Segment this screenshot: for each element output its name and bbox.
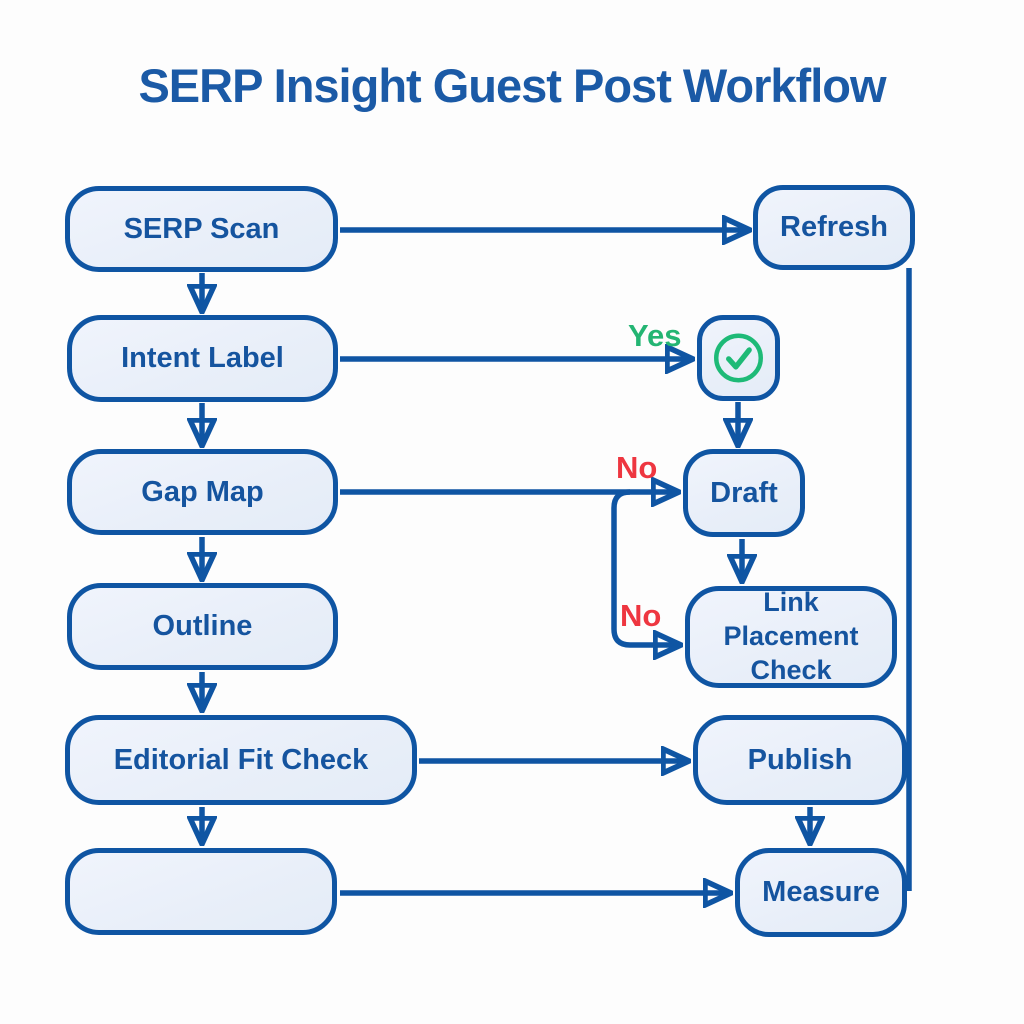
node-unlabeled [65, 848, 337, 935]
edge-gap-map-to-link-placement-check [611, 489, 679, 645]
check-circle-icon [714, 333, 763, 383]
node-outline: Outline [67, 583, 338, 670]
edge-label-no-draft: No [616, 450, 658, 485]
node-editorial-fit-check-label: Editorial Fit Check [113, 743, 369, 776]
node-approval-check [697, 315, 780, 401]
edge-label-no-link-check: No [620, 598, 662, 633]
node-publish-label: Publish [747, 743, 853, 776]
node-draft-label: Draft [710, 476, 778, 509]
node-outline-label: Outline [152, 610, 253, 643]
node-measure-label: Measure [762, 876, 880, 909]
diagram-title: SERP Insight Guest Post Workflow [138, 59, 886, 112]
node-serp-scan-label: SERP Scan [123, 212, 280, 245]
node-editorial-fit-check: Editorial Fit Check [65, 715, 417, 805]
node-refresh: Refresh [753, 185, 915, 270]
node-link-placement-check-label: Link Placement Check [723, 587, 859, 685]
node-draft: Draft [683, 449, 805, 537]
node-gap-map: Gap Map [67, 449, 338, 535]
edge-label-yes: Yes [628, 318, 682, 353]
node-measure: Measure [735, 848, 907, 937]
node-publish: Publish [693, 715, 907, 805]
node-refresh-label: Refresh [780, 211, 888, 244]
node-intent-label-label: Intent Label [121, 342, 284, 375]
node-serp-scan: SERP Scan [65, 186, 338, 272]
node-link-placement-check: Link Placement Check [685, 586, 897, 688]
node-gap-map-label: Gap Map [141, 475, 264, 508]
node-intent-label: Intent Label [67, 315, 338, 402]
